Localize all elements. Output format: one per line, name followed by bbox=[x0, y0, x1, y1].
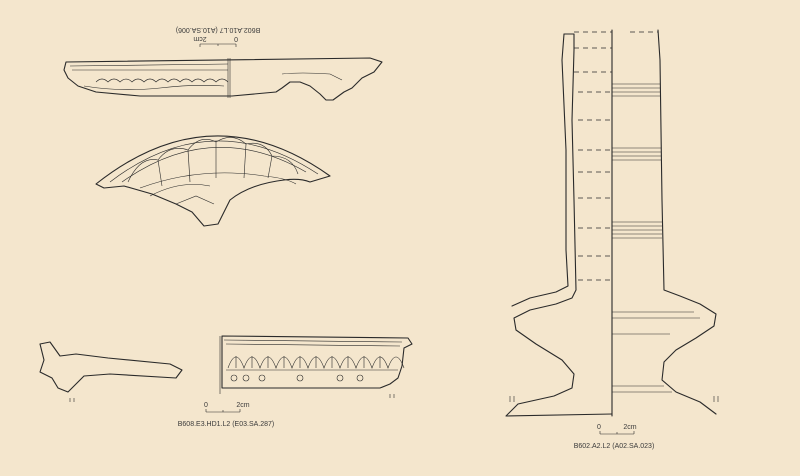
top-fragment-profile: B602.A10.L7 (A10.SA.006) 0 2cm bbox=[63, 26, 383, 101]
top-scale-zero: 0 bbox=[234, 35, 238, 42]
stand-scale-zero: 0 bbox=[597, 424, 601, 431]
stand-fragment-scale-bar: 0 2cm bbox=[597, 424, 637, 435]
stand-fragment-section: 0 2cm B602.A2.L2 (A02.SA.023) bbox=[505, 29, 719, 450]
bottom-fragment-label: B608.E3.HD1.L2 (E03.SA.287) bbox=[178, 421, 275, 428]
stand-fragment-label: B602.A2.L2 (A02.SA.023) bbox=[574, 443, 655, 450]
fan-fragment-view bbox=[95, 135, 331, 227]
bottom-scale-unit: 2cm bbox=[236, 402, 249, 409]
stand-scale-unit: 2cm bbox=[623, 424, 636, 431]
bottom-fragment-profile: 0 2cm B608.E3.HD1.L2 (E03.SA.287) bbox=[39, 335, 413, 428]
stand-bands bbox=[612, 83, 700, 393]
bottom-fragment-scale-bar: 0 2cm bbox=[204, 402, 250, 413]
bottom-scale-zero: 0 bbox=[204, 402, 208, 409]
top-scale-unit: 2cm bbox=[193, 35, 206, 42]
top-fragment-scale-bar: 0 2cm bbox=[193, 35, 238, 47]
top-fragment-label: B602.A10.L7 (A10.SA.006) bbox=[176, 26, 260, 33]
